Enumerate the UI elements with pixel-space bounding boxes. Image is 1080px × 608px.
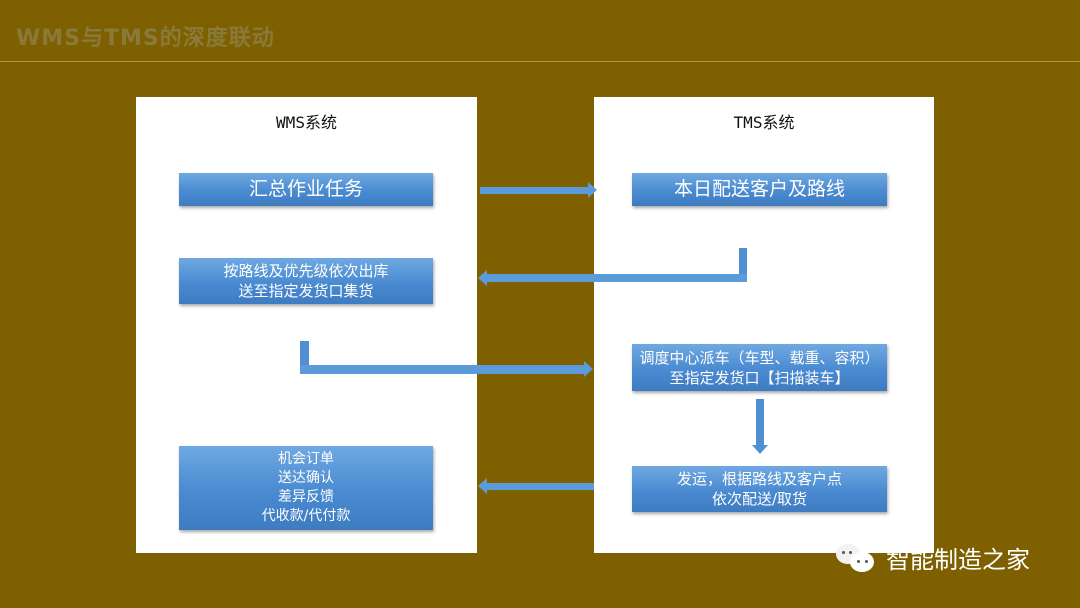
wechat-icon bbox=[836, 542, 878, 574]
arrow-outbound-to-dispatch-vertical bbox=[300, 341, 309, 374]
wms-node-outbound: 按路线及优先级依次出库 送至指定发货口集货 bbox=[179, 258, 433, 304]
wms-node-summary-tasks: 汇总作业任务 bbox=[179, 173, 433, 206]
arrowhead-right-icon bbox=[588, 182, 597, 198]
watermark: 智能制造之家 bbox=[836, 540, 1030, 575]
slide-title: WMS与TMS的深度联动 bbox=[16, 26, 275, 51]
wms-panel-title: WMS系统 bbox=[276, 113, 337, 132]
node-text: 机会订单 bbox=[278, 451, 334, 467]
node-text: 代收款/代付款 bbox=[261, 508, 351, 524]
node-text: 按路线及优先级依次出库 bbox=[223, 262, 389, 280]
node-text: 差异反馈 bbox=[278, 489, 334, 505]
node-text: 本日配送客户及路线 bbox=[673, 178, 845, 200]
arrowhead-right-icon bbox=[584, 361, 593, 377]
node-text: 至指定发货口【扫描装车】 bbox=[669, 368, 850, 387]
arrow-outbound-to-dispatch bbox=[300, 365, 585, 374]
arrow-dispatch-to-delivery bbox=[756, 399, 764, 445]
tms-node-daily-routes: 本日配送客户及路线 bbox=[632, 173, 887, 206]
tms-node-dispatch: 调度中心派车（车型、载重、容积） 至指定发货口【扫描装车】 bbox=[632, 344, 887, 391]
tms-panel-title: TMS系统 bbox=[733, 113, 795, 132]
arrowhead-down-icon bbox=[752, 445, 768, 454]
watermark-text: 智能制造之家 bbox=[886, 546, 1030, 574]
arrowhead-left-icon bbox=[478, 478, 487, 494]
node-text: 调度中心派车（车型、载重、容积） bbox=[639, 348, 880, 367]
node-text: 汇总作业任务 bbox=[248, 178, 363, 200]
node-text: 依次配送/取货 bbox=[711, 490, 808, 508]
node-text: 发运，根据路线及客户点 bbox=[676, 470, 842, 488]
wms-node-feedback: 机会订单 送达确认 差异反馈 代收款/代付款 bbox=[179, 446, 433, 530]
title-divider bbox=[0, 61, 1080, 62]
arrow-routes-to-outbound bbox=[487, 274, 747, 282]
node-text: 送达确认 bbox=[278, 470, 334, 486]
arrow-routes-to-outbound-vertical bbox=[739, 248, 747, 282]
arrowhead-left-icon bbox=[478, 270, 487, 286]
arrow-summary-to-routes bbox=[480, 187, 588, 194]
tms-node-delivery: 发运，根据路线及客户点 依次配送/取货 bbox=[632, 466, 887, 512]
node-text: 送至指定发货口集货 bbox=[238, 282, 374, 300]
arrow-delivery-to-feedback bbox=[487, 483, 594, 490]
